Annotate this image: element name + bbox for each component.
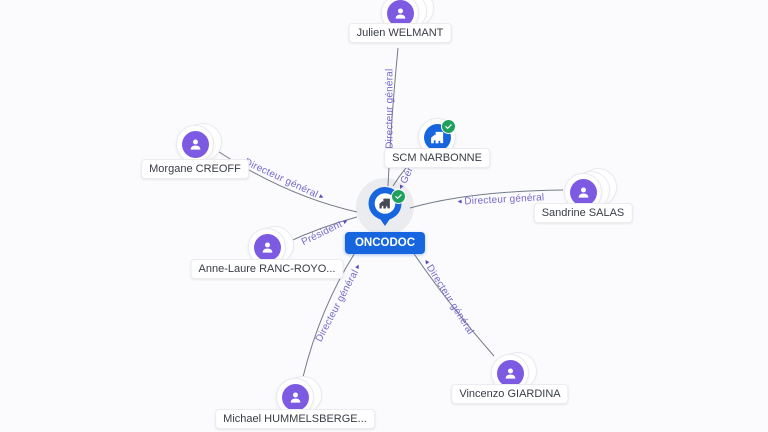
person-avatar [569, 178, 597, 206]
person-icon [262, 241, 272, 253]
verified-check-badge-icon [441, 119, 456, 134]
node-label-oncodoc[interactable]: ONCODOC [344, 232, 426, 254]
node-circle [176, 125, 214, 163]
person-avatar [386, 0, 414, 27]
node-label-vincenzo-giardina[interactable]: Vincenzo GIARDINA [451, 384, 569, 404]
node-label-scm-narbonne[interactable]: SCM NARBONNE [384, 148, 490, 168]
person-icon [505, 367, 515, 379]
person-avatar [496, 359, 524, 387]
check-icon [395, 194, 402, 199]
company-avatar [423, 123, 451, 151]
person-icon [190, 138, 200, 150]
edge-sandrine-oncodoc [409, 189, 564, 209]
person-avatar [281, 383, 309, 411]
person-icon [578, 186, 588, 198]
node-label-anne-laure-ranc-royo[interactable]: Anne-Laure RANC-ROYO... [190, 259, 344, 279]
check-icon [445, 124, 452, 129]
node-label-morgane-creoff[interactable]: Morgane CREOFF [141, 159, 249, 179]
person-icon [290, 391, 300, 403]
edge-vincenzo-oncodoc [402, 236, 495, 357]
building-icon [379, 198, 390, 209]
edge-julien-oncodoc [387, 47, 399, 187]
map-pin-icon [368, 187, 402, 226]
node-label-michael-hummelsberge[interactable]: Michael HUMMELSBERGE... [215, 409, 375, 429]
edge-morgane-oncodoc [212, 147, 358, 213]
person-icon [395, 7, 405, 19]
node-label-sandrine-salas[interactable]: Sandrine SALAS [533, 203, 633, 223]
verified-check-badge-icon [391, 189, 406, 204]
person-avatar [181, 130, 209, 158]
person-avatar [253, 233, 281, 261]
node-label-julien-welmant[interactable]: Julien WELMANT [348, 23, 452, 43]
building-icon [430, 131, 443, 143]
node-oncodoc[interactable] [363, 179, 407, 240]
node-circle [381, 0, 419, 32]
